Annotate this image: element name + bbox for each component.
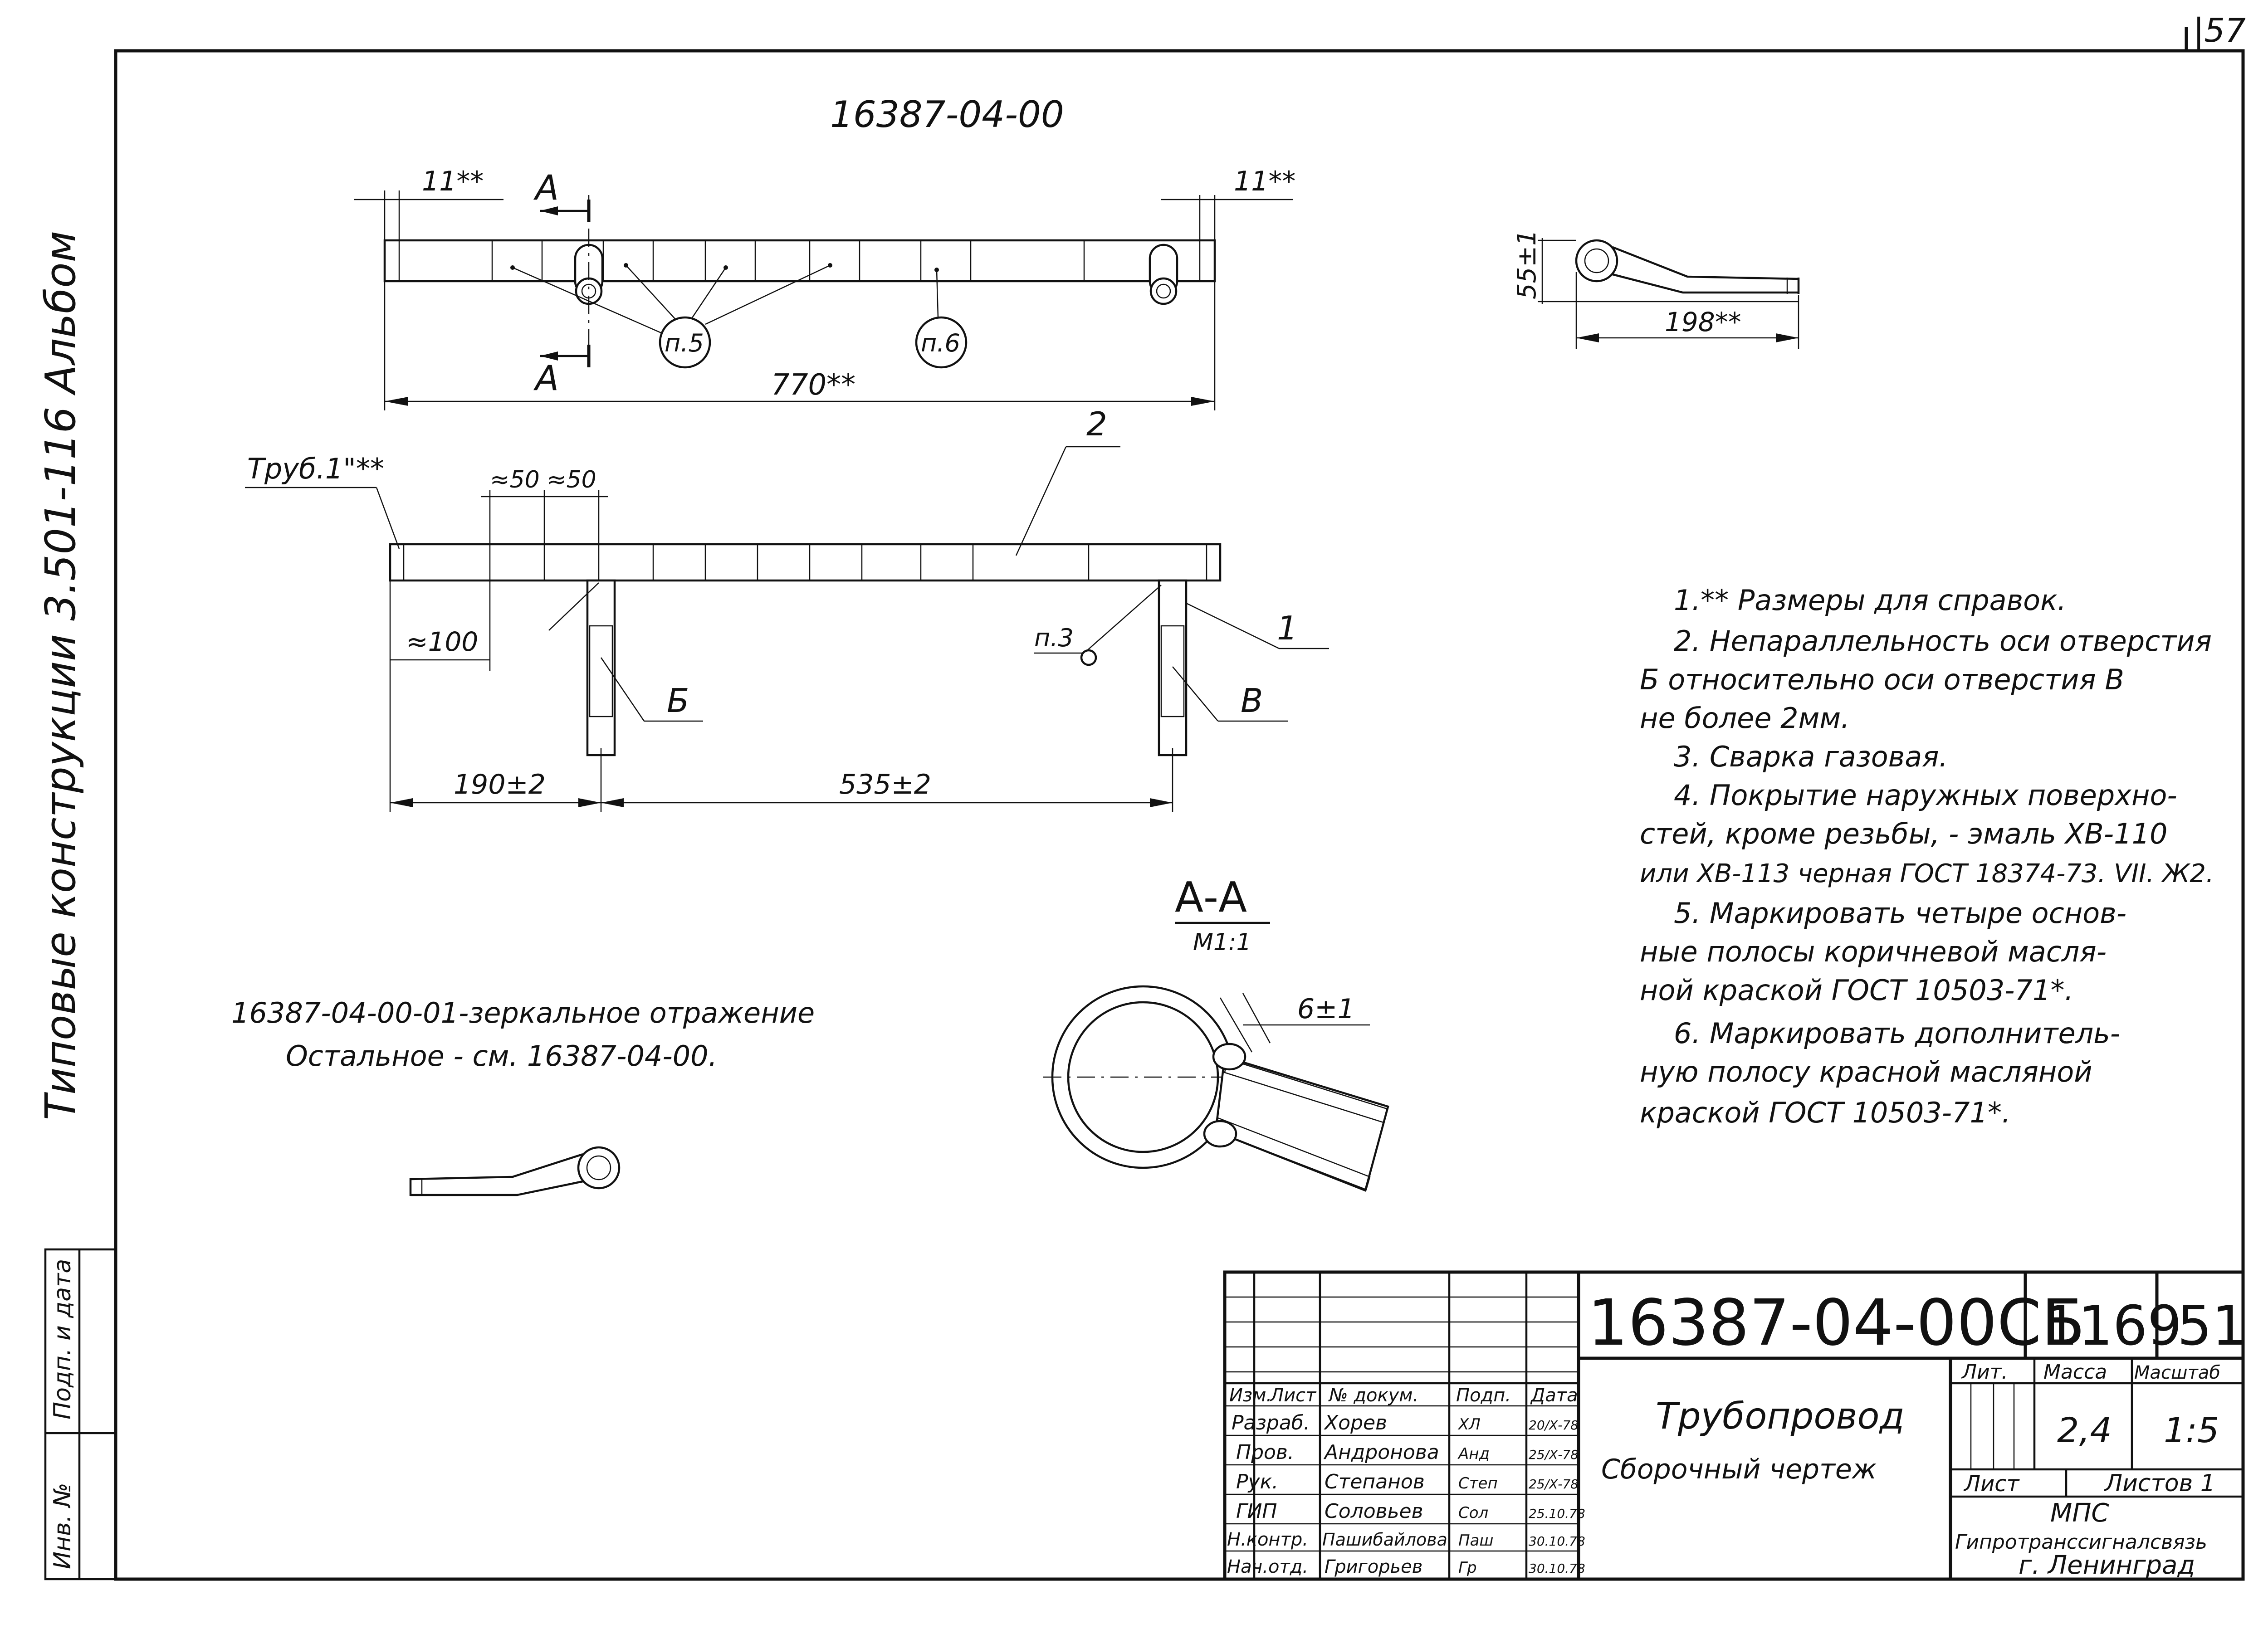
note-line: ной краской ГОСТ 10503-71*. xyxy=(1640,974,2073,1007)
note-line: Б относительно оси отверстия В xyxy=(1640,663,2124,696)
callout-p6: п.6 xyxy=(921,329,960,357)
note-line: 2. Непараллельность оси отверстия xyxy=(1674,624,2212,658)
tb-org-1: МПС xyxy=(2050,1498,2109,1528)
tb-header-sign: Подп. xyxy=(1456,1385,1511,1406)
tb-sign: Анд xyxy=(1457,1445,1490,1463)
tb-date: 30.10.78 xyxy=(1529,1561,1585,1576)
tb-sign: Сол xyxy=(1458,1504,1488,1522)
tb-role: ГИП xyxy=(1236,1500,1277,1523)
section-scale: М1:1 xyxy=(1193,929,1251,956)
tb-role: Пров. xyxy=(1236,1441,1294,1464)
top-view: A A 11** 11** п.5 п.6 xyxy=(354,166,1295,410)
note-line: краской ГОСТ 10503-71*. xyxy=(1640,1096,2011,1129)
note-line: или ХВ-113 черная ГОСТ 18374-73. VII. Ж2… xyxy=(1640,859,2214,888)
dim-198: 198** xyxy=(1665,307,1741,337)
tb-name: Андронова xyxy=(1323,1441,1439,1464)
section-letter-top: A xyxy=(533,167,559,208)
tb-header-date: Дата xyxy=(1530,1385,1578,1406)
note-line: не более 2мм. xyxy=(1640,702,1850,735)
tb-sign: ХЛ xyxy=(1457,1415,1481,1434)
note-line: 3. Сварка газовая. xyxy=(1674,740,1948,773)
left-stamp: Инв. № Подп. и дата xyxy=(44,1248,117,1580)
note-line: ную полосу красной масляной xyxy=(1640,1055,2092,1088)
mirror-part xyxy=(409,1146,621,1196)
side-view-small: 55±1 198** xyxy=(1512,229,1800,349)
part-1-label: 1 xyxy=(1277,609,1298,647)
tb-sign: Паш xyxy=(1458,1532,1494,1550)
tb-role: Рук. xyxy=(1236,1470,1278,1493)
page-corner-number: |57 xyxy=(2193,11,2246,50)
section-view: А-А М1:1 6±1 xyxy=(1043,873,1389,1192)
tb-sheet-code: 1169 xyxy=(2043,1295,2182,1358)
section-title: А-А xyxy=(1175,873,1247,922)
side-album-label: Типовые конструкции 3.501-116 Альбом xyxy=(36,231,85,1120)
callout-p3: п.3 xyxy=(1034,624,1074,652)
dim-55: 55±1 xyxy=(1512,229,1542,299)
tb-date: 25.10.78 xyxy=(1529,1506,1585,1521)
tb-role: Нач.отд. xyxy=(1227,1556,1308,1577)
tb-scale-value: 1:5 xyxy=(2164,1410,2219,1450)
tb-name: Хорев xyxy=(1324,1411,1387,1434)
note-line: 6. Маркировать дополнитель- xyxy=(1674,1017,2120,1050)
pitch-1: ≈50 xyxy=(490,466,540,493)
title-block: Изм. Лист № докум. Подп. Дата Разраб. Хо… xyxy=(1223,1270,2247,1581)
tb-sign: Степ xyxy=(1458,1474,1498,1493)
note-line: 4. Покрытие наружных поверхно- xyxy=(1674,779,2177,812)
tb-mass-label: Масса xyxy=(2043,1361,2107,1384)
tb-name: Степанов xyxy=(1325,1470,1425,1493)
tb-date: 25/Х-78 xyxy=(1529,1477,1579,1492)
tb-header-doc: № докум. xyxy=(1328,1385,1418,1406)
tb-role: Разраб. xyxy=(1232,1411,1310,1434)
technical-notes: 1.** Размеры для справок. 2. Непараллель… xyxy=(1640,584,2214,1129)
tb-name: Соловьев xyxy=(1325,1500,1423,1523)
dim-right-11: 11** xyxy=(1234,166,1295,197)
inv-no-label: Инв. № xyxy=(49,1483,76,1569)
dim-left-11: 11** xyxy=(422,166,484,197)
dim-770: 770** xyxy=(771,368,855,402)
mirror-note-1: 16387-04-00-01-зеркальное отражение xyxy=(231,996,815,1029)
tb-lit-label: Лит. xyxy=(1961,1361,2008,1384)
tb-name: Григорьев xyxy=(1325,1556,1422,1577)
mirror-note-2: Остальное - см. 16387-04-00. xyxy=(286,1039,717,1073)
dim-100: ≈100 xyxy=(406,626,478,657)
pitch-2: ≈50 xyxy=(547,466,596,493)
tb-header-list: Лист xyxy=(1269,1385,1317,1406)
front-view: Труб.1"** 2 ≈50 ≈50 ≈100 п.3 1 Б xyxy=(245,405,1329,812)
callout-p5: п.5 xyxy=(665,329,704,357)
dim-weld: 6±1 xyxy=(1297,993,1355,1025)
letter-b: Б xyxy=(667,682,689,720)
tb-scale-label: Масштаб xyxy=(2134,1362,2220,1383)
tb-org-2: Гипротранссигналсвязь xyxy=(1955,1531,2207,1554)
sign-date-label: Подп. и дата xyxy=(49,1259,76,1419)
tb-mass-value: 2,4 xyxy=(2057,1410,2112,1450)
tb-sign: Гр xyxy=(1458,1559,1477,1577)
tb-name-line-1: Трубопровод xyxy=(1656,1395,1905,1437)
note-line: 1.** Размеры для справок. xyxy=(1674,584,2066,617)
tb-header-izm: Изм. xyxy=(1229,1385,1272,1406)
dim-190: 190±2 xyxy=(454,769,546,800)
dim-535: 535±2 xyxy=(839,769,931,800)
letter-v: В xyxy=(1241,682,1263,720)
tb-role: Н.контр. xyxy=(1227,1529,1308,1550)
tb-sheet-code-2: 51 xyxy=(2177,1295,2247,1358)
tb-date: 25/Х-78 xyxy=(1529,1447,1579,1462)
note-line: 5. Маркировать четыре основ- xyxy=(1674,897,2126,930)
sheet-frame xyxy=(114,49,2245,1581)
section-letter-bottom: A xyxy=(533,358,559,398)
tb-designation: 16387-04-00СБ xyxy=(1588,1286,2085,1360)
tb-org-3: г. Ленинград xyxy=(2019,1551,2195,1580)
note-line: стей, кроме резьбы, - эмаль ХВ-110 xyxy=(1640,817,2168,850)
part-2-label: 2 xyxy=(1086,405,1107,443)
tb-date: 20/Х-78 xyxy=(1529,1418,1579,1433)
note-line: ные полосы коричневой масля- xyxy=(1640,935,2107,968)
tb-sheet-label: Лист xyxy=(1963,1471,2020,1497)
tb-name-line-2: Сборочный чертеж xyxy=(1601,1454,1877,1485)
tb-name: Пашибайлова xyxy=(1322,1530,1447,1550)
pipe-label: Труб.1"** xyxy=(247,452,384,485)
tb-date: 30.10.78 xyxy=(1529,1534,1585,1549)
tb-sheets-label: Листов 1 xyxy=(2104,1470,2215,1497)
top-designation: 16387-04-00 xyxy=(830,93,1064,136)
